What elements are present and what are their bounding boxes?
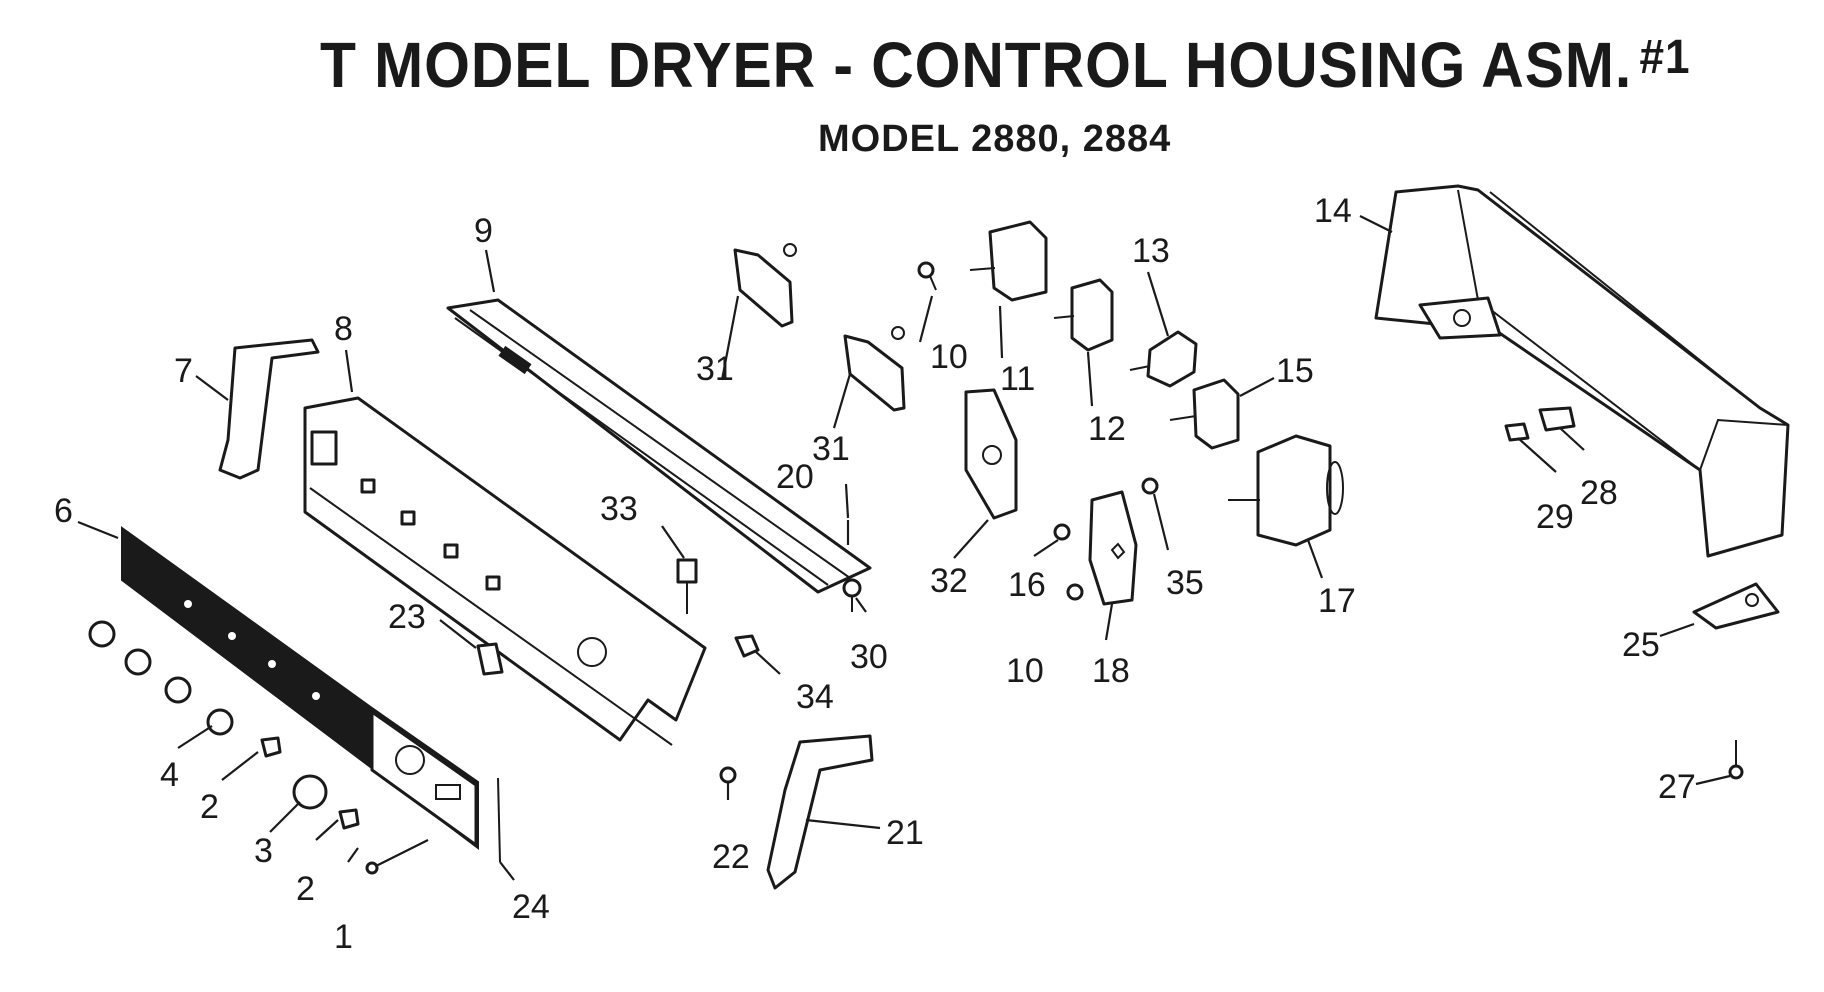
part-18-mounting-plate: [1088, 490, 1138, 606]
part-1-pin: [365, 839, 429, 875]
callout-11: 11: [1000, 360, 1035, 398]
callout-33: 33: [600, 490, 638, 528]
part-30-screw: [842, 578, 862, 612]
callout-29: 29: [1536, 498, 1574, 536]
callout-12: 12: [1088, 410, 1126, 448]
callout-9: 9: [474, 212, 493, 250]
part-35-screw: [1141, 477, 1159, 495]
callout-4: 4: [160, 756, 179, 794]
callout-1: 1: [334, 918, 353, 956]
diagram-title: T MODEL DRYER - CONTROL HOUSING ASM.#1: [320, 28, 1690, 102]
callout-24: 24: [512, 888, 550, 926]
part-13-switch: [1129, 330, 1198, 388]
callout-16: 16: [1008, 566, 1046, 604]
part-4-knobs: [88, 620, 234, 736]
part-9-rail: [446, 298, 872, 594]
callout-6: 6: [54, 492, 73, 530]
callout-3: 3: [254, 832, 273, 870]
callout-32: 32: [930, 562, 968, 600]
part-6-front-panel: [121, 526, 479, 851]
part-2-knob-upper: [260, 736, 282, 758]
part-31-hinge-upper: [733, 243, 797, 328]
callout-2-lower: 2: [296, 870, 315, 908]
part-12-switch: [1053, 278, 1114, 352]
part-32-mounting-plate: [964, 388, 1018, 520]
callout-27: 27: [1658, 768, 1696, 806]
part-21-end-bracket: [766, 734, 874, 890]
part-28-connector: [1538, 406, 1576, 432]
part-8-panel-plate: [303, 396, 707, 746]
callout-7: 7: [174, 352, 193, 390]
title-suffix: #1: [1639, 31, 1691, 84]
part-7-end-bracket: [218, 338, 320, 480]
part-25-bracket: [1692, 582, 1780, 630]
part-23-clip: [476, 642, 504, 676]
part-2-knob-lower: [338, 808, 360, 830]
part-22-screw: [719, 766, 737, 784]
callout-22: 22: [712, 838, 750, 876]
callout-2-upper: 2: [200, 788, 219, 826]
callout-labels: 1 2 2 3 4 6 7 8 9 10 10 11 12 13 14 15 1…: [54, 192, 1696, 956]
diagram-subtitle: MODEL 2880, 2884: [818, 118, 1172, 160]
callout-17: 17: [1318, 582, 1356, 620]
callout-13: 13: [1132, 232, 1170, 270]
part-33-bolt: [676, 558, 698, 614]
part-14-control-housing: [1374, 184, 1790, 558]
callout-28: 28: [1580, 474, 1618, 512]
callout-34: 34: [796, 678, 834, 716]
leader-lines: [77, 215, 1731, 881]
callout-20: 20: [776, 458, 814, 496]
part-16-screw: [1053, 523, 1071, 541]
callout-31-upper: 31: [696, 350, 734, 388]
callout-25: 25: [1622, 626, 1660, 664]
callout-14: 14: [1314, 192, 1352, 230]
part-3-knob: [292, 774, 328, 810]
part-10-screw-upper: [917, 261, 937, 291]
part-34-clip: [734, 634, 760, 658]
part-10-screw-lower: [1066, 583, 1084, 601]
callout-23: 23: [388, 598, 426, 636]
callout-8: 8: [334, 310, 353, 348]
callout-15: 15: [1276, 352, 1314, 390]
callout-31-lower: 31: [812, 430, 850, 468]
callout-10-upper: 10: [930, 338, 968, 376]
callout-35: 35: [1166, 564, 1204, 602]
part-27-screw: [1728, 740, 1744, 780]
part-24-spring: [497, 777, 501, 863]
part-31-hinge-lower: [843, 326, 906, 412]
part-15-switch: [1169, 378, 1240, 450]
callout-18: 18: [1092, 652, 1130, 690]
part-17-timer: [1228, 434, 1344, 547]
callout-10-lower: 10: [1006, 652, 1044, 690]
part-29-connector: [1504, 422, 1530, 442]
callout-21: 21: [886, 814, 924, 852]
title-text: T MODEL DRYER - CONTROL HOUSING ASM.: [320, 29, 1633, 101]
callout-30: 30: [850, 638, 888, 676]
part-11-switch: [969, 220, 1048, 302]
